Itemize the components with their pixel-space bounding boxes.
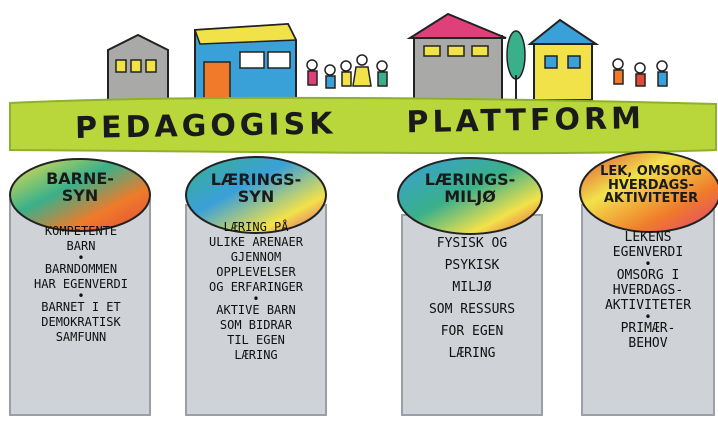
label-laeringssyn: LÆRINGS- SYN: [210, 170, 302, 206]
pillar-1-text: KOMPETENTE BARN • BARNDOMMEN HAR EGENVER…: [12, 224, 150, 345]
pillar-2: [185, 204, 327, 416]
pillar-item: • AKTIVE BARN SOM BIDRAR TIL EGEN LÆRING: [216, 292, 296, 362]
pillar-item: LEKENS EGENVERDI: [612, 230, 684, 260]
orange-door: [203, 61, 231, 101]
houses-and-children-illustration: [107, 12, 668, 101]
pillar-item: FYSISK OG PSYKISK MILJØ SOM RESSURS FOR …: [428, 236, 516, 361]
yellow-house: [533, 41, 593, 101]
pillar-1: [9, 199, 151, 416]
pillar-4-text: LEKENS EGENVERDI • OMSORG I HVERDAGS- AK…: [584, 230, 712, 351]
label-lek-omsorg: LEK, OMSORG HVERDAGS- AKTIVITETER: [600, 164, 702, 207]
pillar-item: • BARNDOMMEN HAR EGENVERDI: [34, 251, 128, 291]
children-figures-right: [612, 58, 668, 87]
label-barnesyn: BARNE- SYN: [46, 169, 114, 205]
pillar-item: • OMSORG I HVERDAGS- AKTIVITETER: [604, 257, 692, 313]
pillar-item: LÆRING PÅ ULIKE ARENAER GJENNOM OPPLEVEL…: [209, 220, 303, 294]
oval-laeringssyn: [185, 156, 327, 234]
oval-barnesyn: [9, 158, 151, 232]
title-word-1: PEDAGOGISK: [74, 105, 337, 146]
oval-lek-omsorg: [579, 151, 718, 233]
pillar-item: • PRIMÆR- BEHOV: [620, 310, 676, 351]
title-word-2: PLATTFORM: [406, 100, 646, 140]
pillar-item: • BARNET I ET DEMOKRATISK SAMFUNN: [41, 289, 121, 344]
pillar-2-text: LÆRING PÅ ULIKE ARENAER GJENNOM OPPLEVEL…: [186, 220, 326, 363]
pillar-3-text: FYSISK OG PSYKISK MILJØ SOM RESSURS FOR …: [402, 233, 542, 365]
pillars: [9, 199, 715, 416]
pillar-item: KOMPETENTE BARN: [44, 224, 118, 253]
label-laeringsmiljo: LÆRINGS- MILJØ: [424, 170, 516, 206]
tree: [506, 30, 526, 80]
pillar-3: [401, 214, 543, 416]
pillar-4: [581, 204, 715, 416]
children-figures: [306, 54, 388, 89]
platform-plank: [9, 96, 717, 155]
oval-laeringsmiljo: [397, 157, 543, 235]
